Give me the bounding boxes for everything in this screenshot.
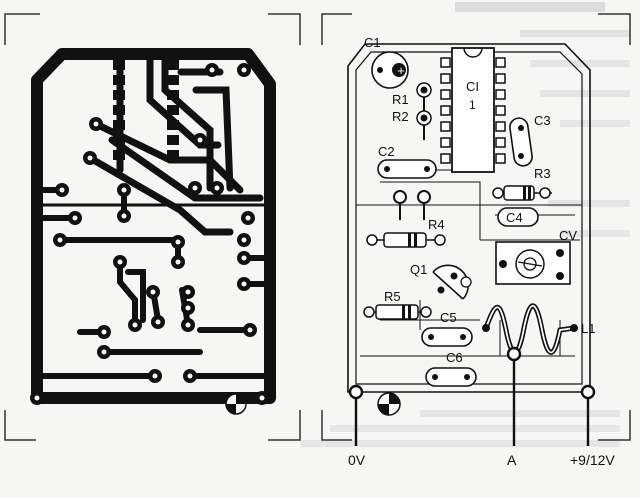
crop-marks [4,13,631,441]
component-layout: + C1 R1 R2 [347,35,596,446]
terminal-a-label: A [507,452,517,468]
r4-label: R4 [428,217,445,232]
c3-capacitor [509,117,533,167]
c4-capacitor [497,207,539,227]
r5-resistor [363,304,432,320]
c6-capacitor [425,367,477,387]
registration-mark [377,392,401,416]
c3-label: C3 [534,113,551,128]
ci-label: CI [466,79,479,94]
c1-plus-label: + [397,63,405,78]
c1-capacitor: + [371,51,409,89]
r2-label: R2 [392,109,409,124]
l1-coil [482,303,578,355]
c6-label: C6 [446,350,463,365]
ground-track [31,48,276,404]
terminal-0v-label: 0V [348,452,366,468]
c2-label: C2 [378,144,395,159]
r1-resistor [416,82,432,112]
q1-label: Q1 [410,262,427,277]
c5-capacitor [421,327,473,347]
r2-resistor [416,110,432,140]
c5-label: C5 [440,310,457,325]
r1-label: R1 [392,92,409,107]
r3-resistor [492,185,552,201]
cv-label: CV [559,228,577,243]
c2-capacitor [377,159,437,179]
background-bleed [300,2,630,447]
ci-pin1-label: 1 [469,98,476,112]
ci-chip [440,47,506,173]
output-leads [348,346,596,446]
cv-trimmer [495,241,571,285]
c4-label: C4 [506,210,523,225]
q1-transistor [432,264,472,300]
c1-label: C1 [364,35,381,50]
copper-layout [30,48,276,415]
r4-resistor [366,232,446,248]
jumper-pins [393,190,431,220]
r3-label: R3 [534,166,551,181]
terminal-supply-label: +9/12V [570,452,615,468]
registration-mark [225,393,247,415]
l1-label: L1 [581,321,595,336]
r5-label: R5 [384,289,401,304]
